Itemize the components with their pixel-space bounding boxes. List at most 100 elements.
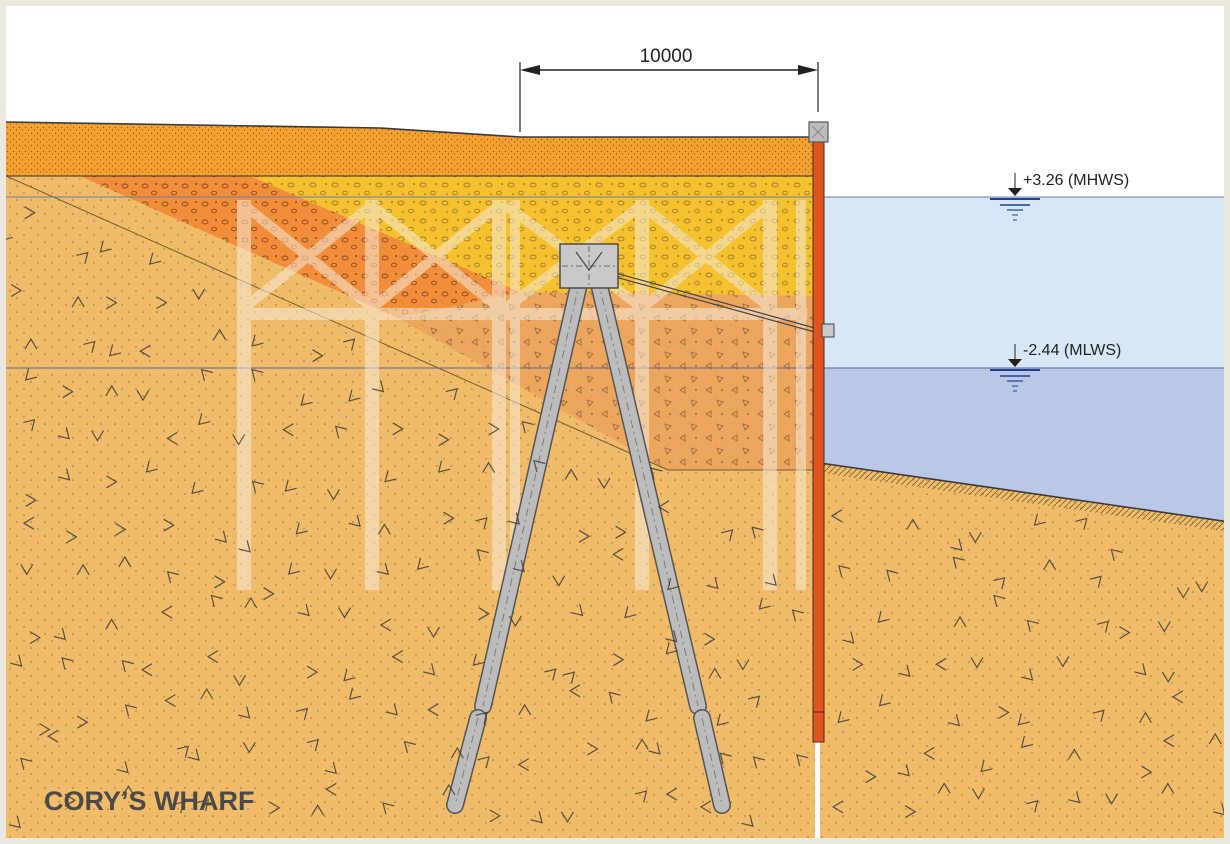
hatch-chevron: [971, 788, 985, 800]
mhws-marker: +3.26 (MHWS): [990, 172, 1129, 221]
yellow-fill-texture: [250, 176, 815, 296]
hatch-chevron: [564, 468, 578, 480]
hatch-chevron: [379, 618, 392, 632]
ground-surface-line: [6, 121, 815, 138]
hatch-chevron: [998, 705, 1010, 719]
hatch-chevron: [251, 480, 265, 493]
hatch-chevron: [650, 467, 663, 480]
hatch-chevron: [747, 695, 761, 708]
hatch-chevron: [403, 740, 417, 754]
hatch-chevron: [24, 337, 38, 350]
hatch-chevron: [476, 548, 489, 562]
hatch-chevron: [232, 674, 247, 687]
mlws-label: -2.44 (MLWS): [1023, 342, 1121, 359]
hatch-chevron: [187, 748, 200, 761]
hatch-chevron: [24, 368, 38, 381]
hatch-chevron: [578, 529, 591, 543]
hatch-chevron: [517, 758, 530, 772]
tie-rod-anchor-plate: [821, 323, 835, 338]
hatch-chevron: [1026, 619, 1039, 633]
hatch-chevron: [597, 477, 611, 490]
diagram-title: CORY’S WHARF: [44, 786, 255, 816]
hatch-chevron: [906, 518, 920, 530]
hatch-chevron: [442, 783, 456, 796]
hatch-chevron: [1020, 735, 1034, 749]
hatch-chevron: [1195, 581, 1209, 593]
hatch-chevron: [57, 468, 71, 481]
hatch-chevron: [706, 576, 719, 590]
hatch-chevron: [200, 368, 214, 382]
hatch-chevron: [521, 420, 534, 434]
hatch-chevron: [898, 664, 911, 677]
hatch-chevron: [25, 493, 37, 507]
hatch-chevron: [8, 816, 21, 829]
hatch-chevron: [935, 657, 947, 671]
hatch-chevron: [1021, 668, 1034, 681]
hatch-chevron: [269, 801, 281, 815]
hatch-chevron: [708, 667, 722, 679]
hatch-chevron: [149, 252, 162, 265]
dimension-arrow-right: [798, 65, 818, 75]
hatch-chevron: [172, 801, 185, 814]
hatch-chevron: [334, 425, 348, 438]
hatch-chevron: [530, 811, 543, 824]
raking-piles: [446, 271, 731, 814]
old-pile-7: [796, 200, 806, 590]
hatch-chevron: [323, 568, 338, 580]
dimension-annotation: 10000: [519, 46, 819, 132]
hatch-chevron: [139, 344, 151, 358]
hatch-chevron: [865, 770, 877, 784]
hatch-chevron: [699, 800, 712, 814]
hatch-chevron: [99, 240, 112, 253]
hatch-chevron: [191, 481, 204, 495]
hatch-chevron: [751, 526, 764, 539]
hatch-chevron: [210, 594, 223, 608]
hatch-chevron: [53, 627, 67, 641]
hatch-chevron: [198, 412, 211, 426]
hatch-chevron: [24, 206, 36, 220]
hatch-chevron: [136, 389, 150, 402]
mlws-arrow-icon: [1008, 359, 1022, 367]
hatch-chevron: [1096, 620, 1110, 633]
dimension-arrow-left: [520, 65, 540, 75]
hatch-chevron: [1138, 711, 1153, 724]
original-slope-line: [6, 175, 669, 471]
hatch-chevron: [635, 790, 648, 803]
hatch-chevron: [1140, 765, 1153, 779]
water-upper-zone: [820, 197, 1224, 369]
hatch-chevron: [838, 564, 851, 578]
hatch-chevron: [251, 334, 264, 347]
hatch-chevron: [438, 433, 450, 447]
hatch-chevron: [115, 522, 127, 536]
hatch-chevron: [61, 657, 74, 670]
hatch-chevron: [437, 460, 451, 473]
hatch-chevron: [214, 530, 228, 543]
hatch-chevron: [311, 804, 325, 816]
hatch-chevron: [665, 787, 678, 801]
hatch-chevron: [1208, 732, 1222, 745]
hatch-chevron: [477, 756, 490, 769]
hatch-chevron: [489, 809, 501, 823]
hatch-chevron: [741, 814, 754, 827]
old-pile-2: [365, 200, 379, 590]
seabed-hatch: [820, 463, 1224, 532]
hatch-chevron: [1067, 791, 1081, 804]
hatch-chevron: [837, 710, 850, 724]
hatch-chevron: [391, 650, 404, 664]
hatch-chevron: [244, 596, 258, 609]
hatch-chevron: [993, 594, 1006, 608]
hatch-chevron: [382, 802, 395, 815]
hatch-chevron: [29, 631, 42, 645]
hatch-chevron: [295, 707, 309, 721]
hatch-chevron: [612, 547, 624, 561]
hatch-chevron: [105, 618, 119, 630]
hatch-chevron: [343, 669, 356, 682]
hatch-chevron: [121, 659, 134, 673]
hatch-chevron: [1075, 517, 1088, 530]
hatch-chevron: [1017, 713, 1030, 726]
hatch-chevron: [124, 704, 138, 717]
hatch-chevron: [427, 703, 439, 717]
hatch-chevron: [371, 380, 385, 393]
hatch-chevron: [1213, 803, 1224, 816]
hatch-chevron: [106, 296, 118, 310]
